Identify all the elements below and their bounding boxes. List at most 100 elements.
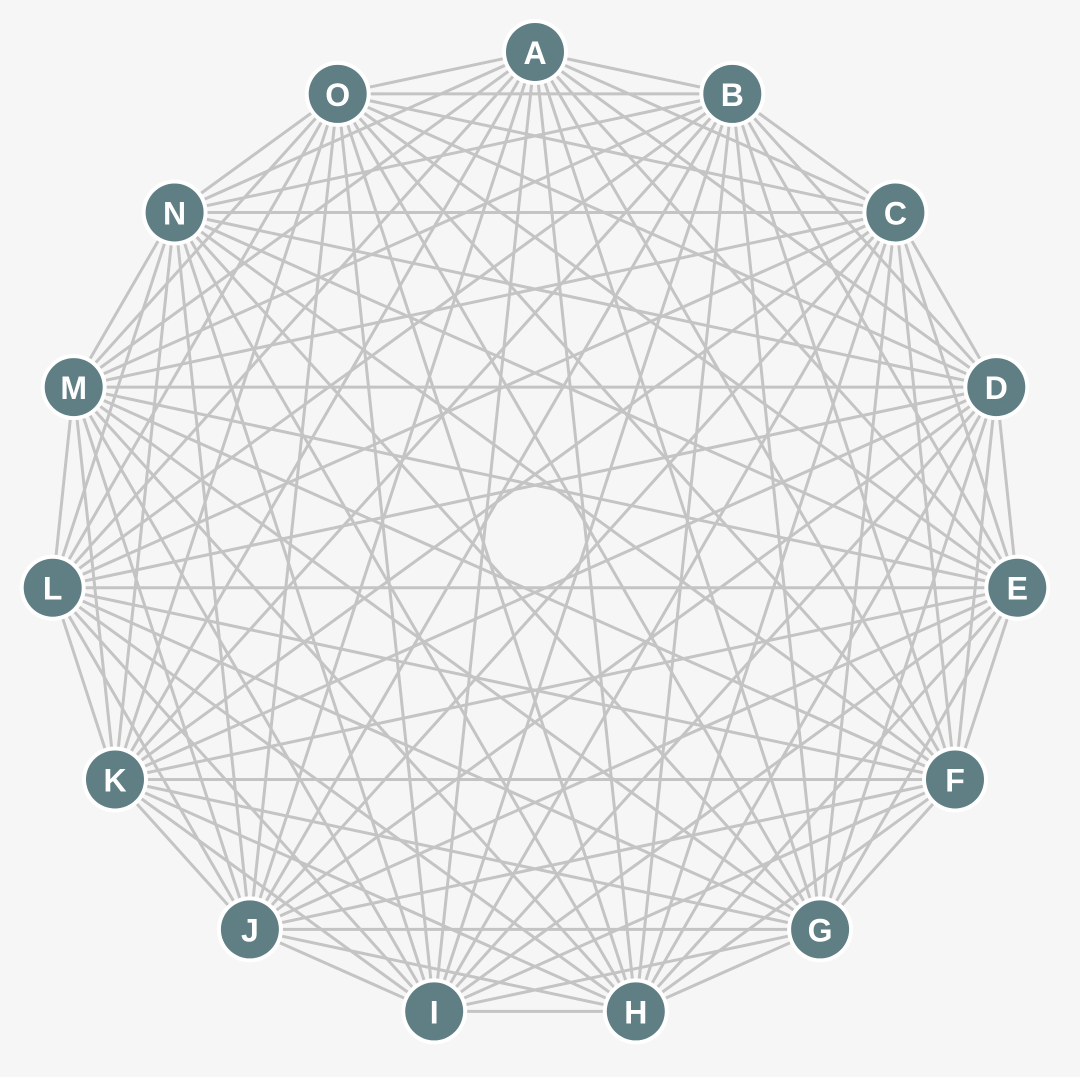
- edge-g-i: [432, 927, 822, 1013]
- edge-e-i: [432, 586, 1019, 1013]
- edge-a-k: [113, 50, 537, 781]
- edge-e-j: [248, 586, 1019, 931]
- edge-h-k: [113, 778, 638, 1013]
- edge-b-n: [173, 92, 734, 214]
- node-circle: [44, 358, 103, 417]
- edge-c-g: [818, 211, 897, 931]
- edge-j-o: [248, 92, 340, 931]
- edge-l-m: [51, 385, 76, 590]
- edge-k-o: [113, 92, 340, 781]
- edge-h-m: [72, 385, 638, 1013]
- node-circle: [866, 183, 925, 242]
- edge-c-l: [51, 211, 897, 590]
- node-g: G: [787, 896, 854, 963]
- edge-a-d: [533, 50, 998, 389]
- edge-c-o: [336, 92, 897, 214]
- edge-a-o: [336, 50, 537, 96]
- node-label: D: [985, 370, 1008, 406]
- edge-a-n: [173, 50, 537, 214]
- edge-b-k: [113, 92, 734, 781]
- edge-d-o: [336, 92, 998, 389]
- edge-a-b: [533, 50, 734, 96]
- node-j: J: [216, 896, 283, 963]
- edge-e-o: [336, 92, 1019, 590]
- edge-j-m: [72, 385, 252, 931]
- edge-m-o: [72, 92, 340, 389]
- node-circle: [506, 23, 564, 81]
- node-label: G: [808, 912, 833, 948]
- edge-g-n: [173, 211, 822, 931]
- edge-a-i: [432, 50, 537, 1013]
- node-label: K: [103, 763, 126, 799]
- node-label: E: [1007, 571, 1028, 607]
- edge-e-g: [818, 586, 1019, 931]
- edge-k-m: [72, 385, 117, 781]
- edge-f-n: [173, 211, 957, 781]
- edge-b-f: [730, 92, 957, 781]
- node-d: D: [963, 354, 1030, 421]
- node-i: I: [401, 978, 468, 1045]
- edge-a-m: [72, 50, 537, 389]
- edge-b-m: [72, 92, 734, 389]
- node-b: B: [699, 60, 766, 127]
- node-circle: [86, 750, 144, 809]
- edge-i-n: [173, 211, 436, 1013]
- edge-d-g: [818, 385, 998, 931]
- node-label: L: [43, 571, 63, 607]
- edge-a-h: [533, 50, 638, 1013]
- edges-layer: [51, 50, 1019, 1013]
- edge-a-g: [533, 50, 822, 931]
- edge-b-e: [730, 92, 1019, 590]
- node-o: O: [304, 60, 371, 127]
- edge-h-l: [51, 586, 638, 1013]
- edge-f-j: [248, 778, 957, 931]
- node-label: O: [325, 77, 350, 113]
- node-label: A: [523, 35, 546, 71]
- edge-i-k: [113, 778, 436, 1013]
- edge-d-h: [634, 385, 998, 1013]
- edge-k-l: [51, 586, 117, 781]
- edge-i-l: [51, 586, 436, 1013]
- edge-g-h: [634, 927, 822, 1013]
- node-label: N: [163, 196, 186, 232]
- edge-h-o: [336, 92, 638, 1013]
- node-f: F: [922, 746, 988, 813]
- edge-i-m: [72, 385, 436, 1013]
- node-circle: [23, 558, 82, 617]
- edge-b-l: [51, 92, 734, 590]
- edge-g-l: [51, 586, 822, 931]
- edge-f-l: [51, 586, 957, 781]
- edge-h-n: [173, 211, 638, 1013]
- node-circle: [606, 982, 665, 1041]
- node-k: K: [82, 746, 148, 813]
- edge-c-f: [893, 211, 957, 781]
- edge-c-h: [634, 211, 897, 1013]
- edge-j-n: [173, 211, 252, 931]
- edge-b-d: [730, 92, 998, 389]
- edge-g-k: [113, 778, 822, 931]
- edge-c-i: [432, 211, 897, 1013]
- node-label: C: [884, 196, 907, 232]
- edge-d-f: [953, 385, 998, 781]
- node-circle: [988, 558, 1047, 617]
- node-label: B: [721, 77, 744, 113]
- edge-b-g: [730, 92, 822, 931]
- edge-h-j: [248, 927, 638, 1013]
- edge-f-i: [432, 778, 957, 1013]
- node-circle: [308, 64, 367, 123]
- edge-b-c: [730, 92, 897, 214]
- node-label: M: [60, 370, 87, 406]
- edge-i-o: [336, 92, 436, 1013]
- edge-a-l: [51, 50, 537, 590]
- edge-i-j: [248, 927, 436, 1013]
- edge-a-c: [533, 50, 897, 214]
- edge-l-n: [51, 211, 177, 590]
- node-e: E: [984, 554, 1051, 621]
- edge-d-n: [173, 211, 998, 389]
- edge-e-n: [173, 211, 1019, 590]
- node-m: M: [40, 354, 107, 421]
- edge-l-o: [51, 92, 340, 590]
- node-circle: [145, 183, 204, 242]
- edge-a-f: [533, 50, 957, 781]
